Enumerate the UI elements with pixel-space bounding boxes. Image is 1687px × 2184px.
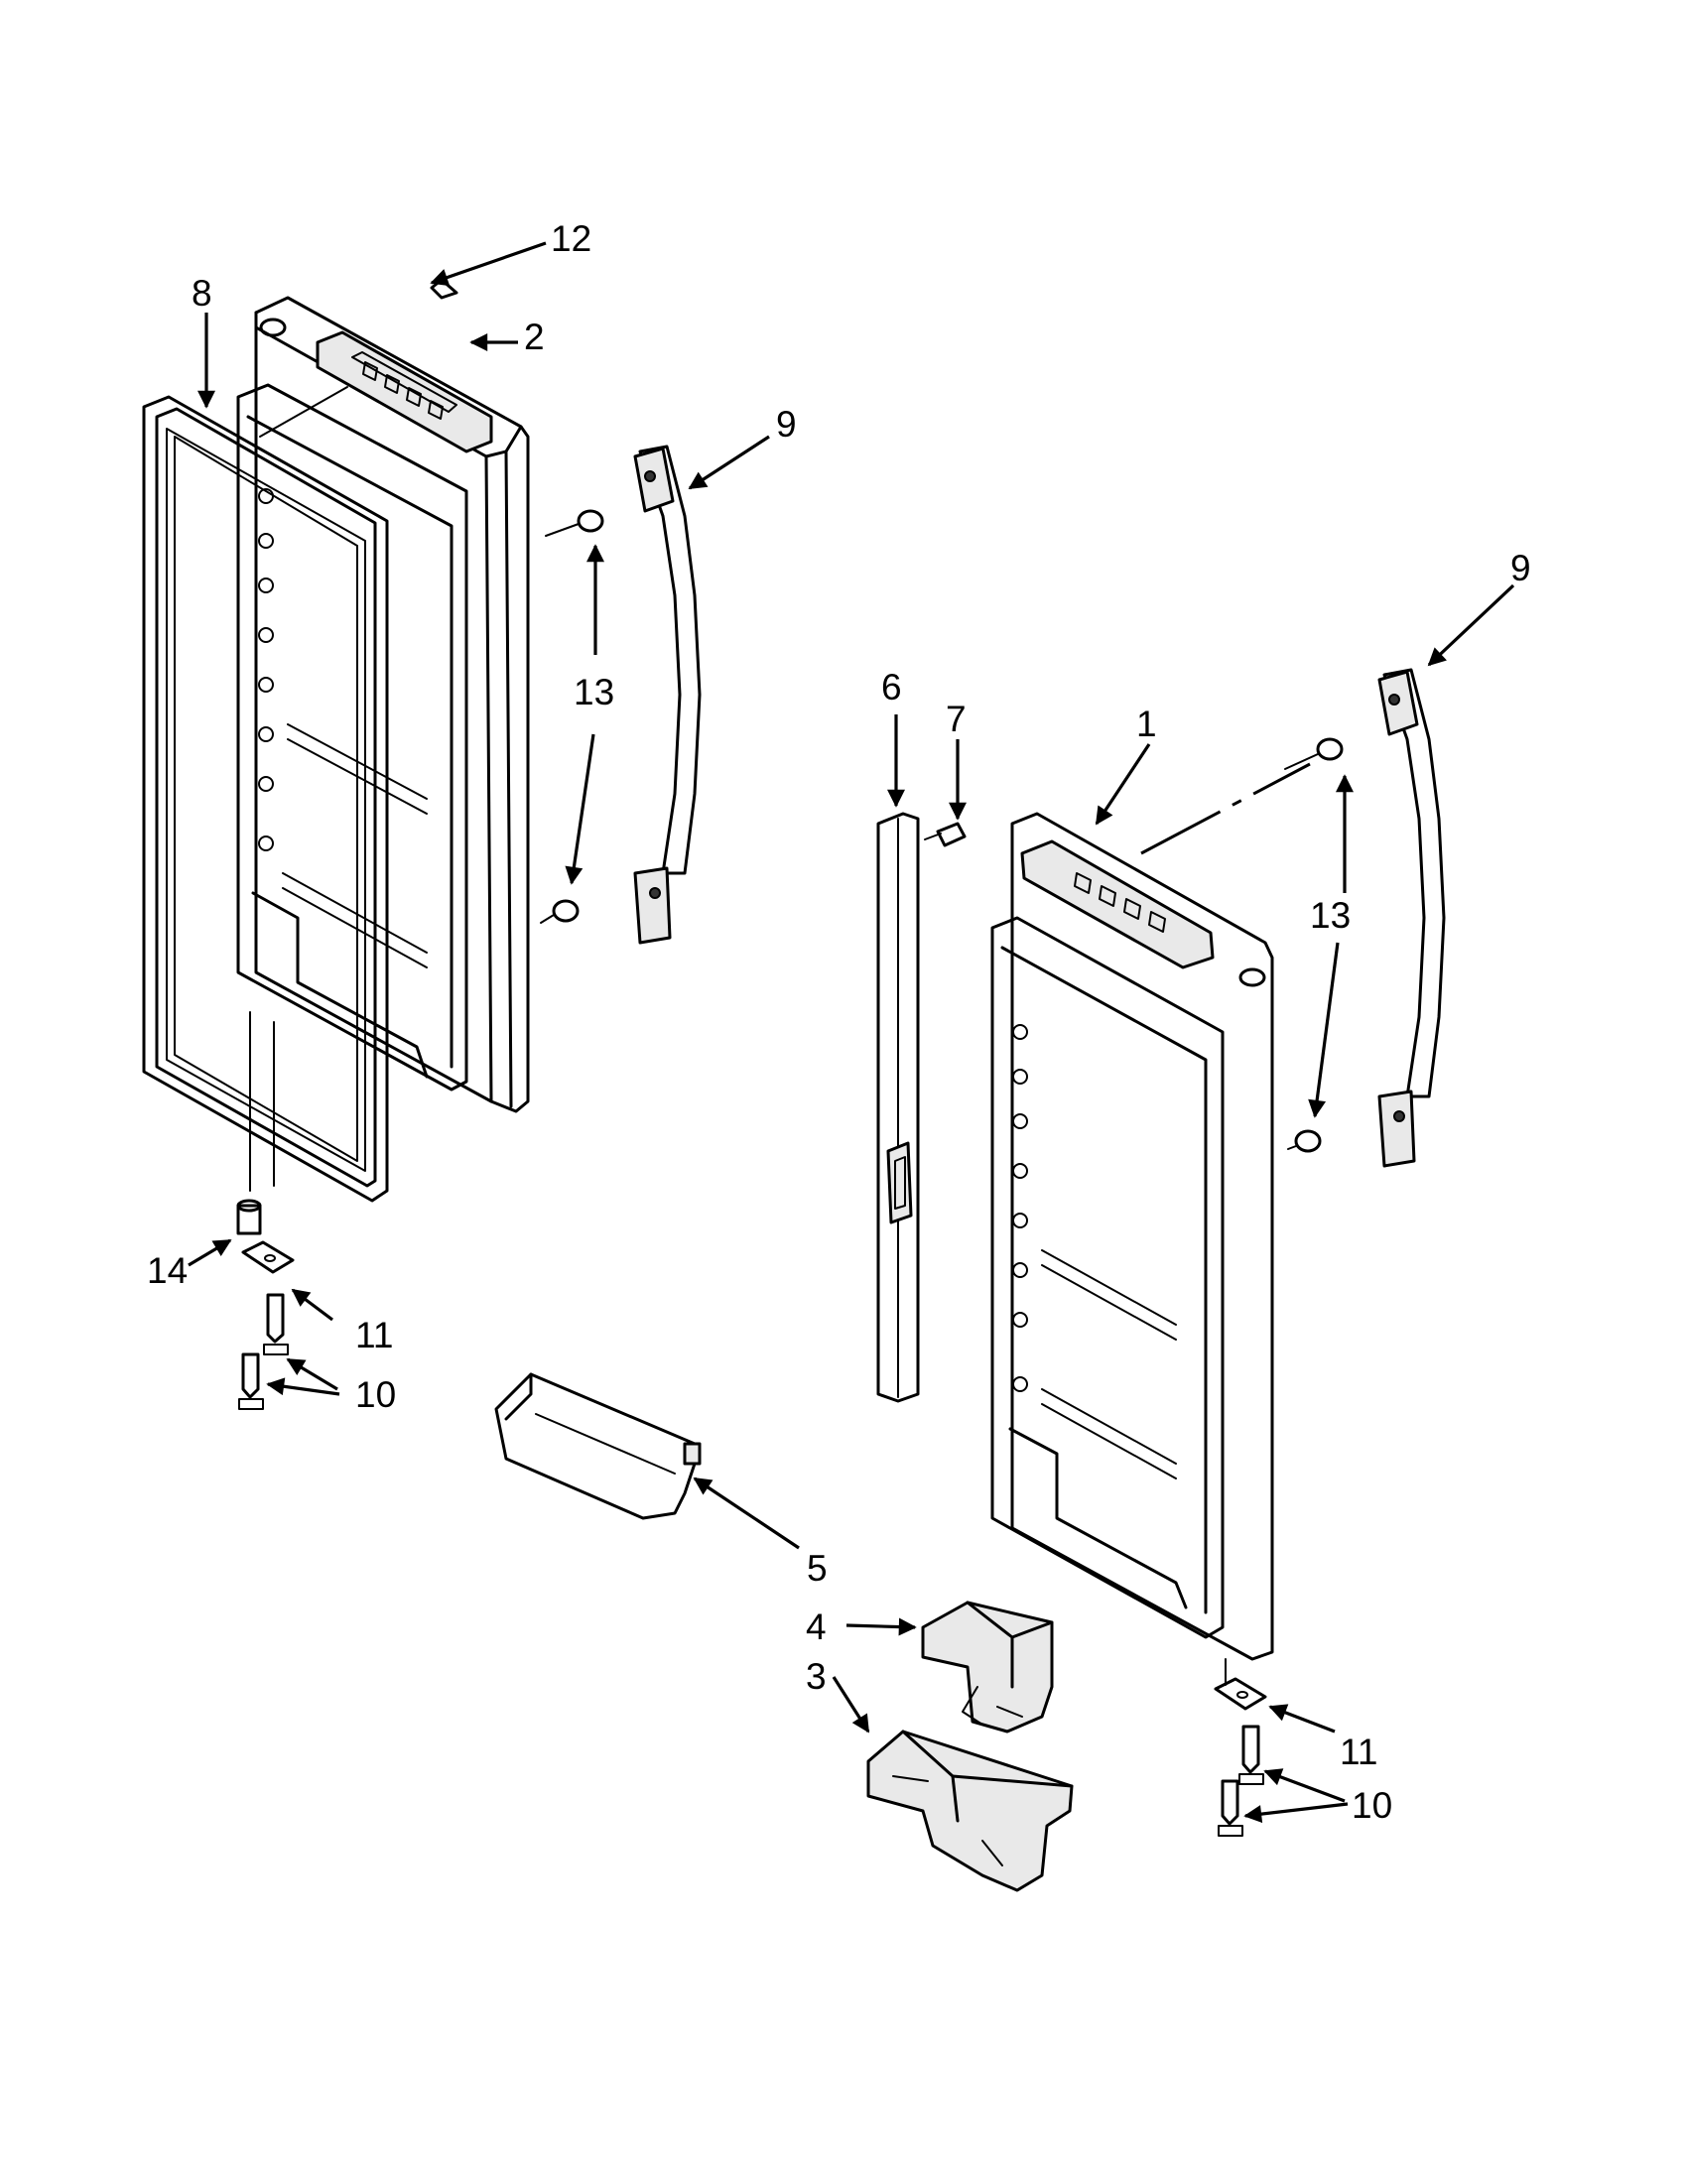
callout-14: 14: [147, 1250, 188, 1291]
callout-numbers: 12 8 2 9 13 9 6 7 1 13 14 11 10 5 4 3 11…: [147, 218, 1531, 1826]
top-cams: [362, 361, 444, 420]
callout-1: 1: [1136, 704, 1157, 744]
callout-13-right: 13: [1310, 895, 1351, 936]
callout-12: 12: [551, 218, 591, 259]
left-hinge-plate-11: [241, 1240, 295, 1274]
flipper-mullion-part-6: [876, 812, 920, 1403]
ice-bin-part-3: [866, 1730, 1074, 1892]
right-hinge-plate-11: [1214, 1658, 1267, 1711]
left-handle-part-9: [540, 445, 702, 945]
callout-2: 2: [524, 317, 545, 357]
callout-3: 3: [806, 1656, 827, 1697]
left-hinge-14: [236, 1199, 262, 1235]
callout-8: 8: [192, 273, 212, 314]
callout-4: 4: [806, 1606, 827, 1647]
callout-11-left: 11: [355, 1315, 393, 1355]
callout-9-left: 9: [776, 404, 797, 445]
right-door-part-1: [990, 812, 1274, 1661]
screw-part-7: [924, 822, 967, 847]
callout-5: 5: [807, 1548, 828, 1589]
right-shelf-buttons: [1012, 1024, 1028, 1392]
right-screws-10: [1218, 1725, 1264, 1837]
left-screws-10: [238, 1293, 289, 1410]
leader-lines: [188, 241, 1515, 1824]
callout-11-right: 11: [1340, 1732, 1377, 1772]
left-door-part-2: [236, 296, 530, 1113]
right-handle-part-9: [1284, 668, 1446, 1168]
door-bin-part-5: [494, 1372, 702, 1520]
door-gasket-part-8: [142, 395, 389, 1203]
callout-10-left: 10: [355, 1374, 396, 1415]
ice-bin-part-4: [921, 1601, 1054, 1734]
shelf-buttons: [258, 488, 274, 851]
callout-13-left: 13: [574, 672, 614, 712]
callout-9-right: 9: [1510, 548, 1531, 588]
callout-7: 7: [946, 699, 967, 739]
callout-6: 6: [881, 667, 902, 707]
right-top-cams: [1074, 872, 1166, 933]
callout-10-right: 10: [1352, 1785, 1392, 1826]
